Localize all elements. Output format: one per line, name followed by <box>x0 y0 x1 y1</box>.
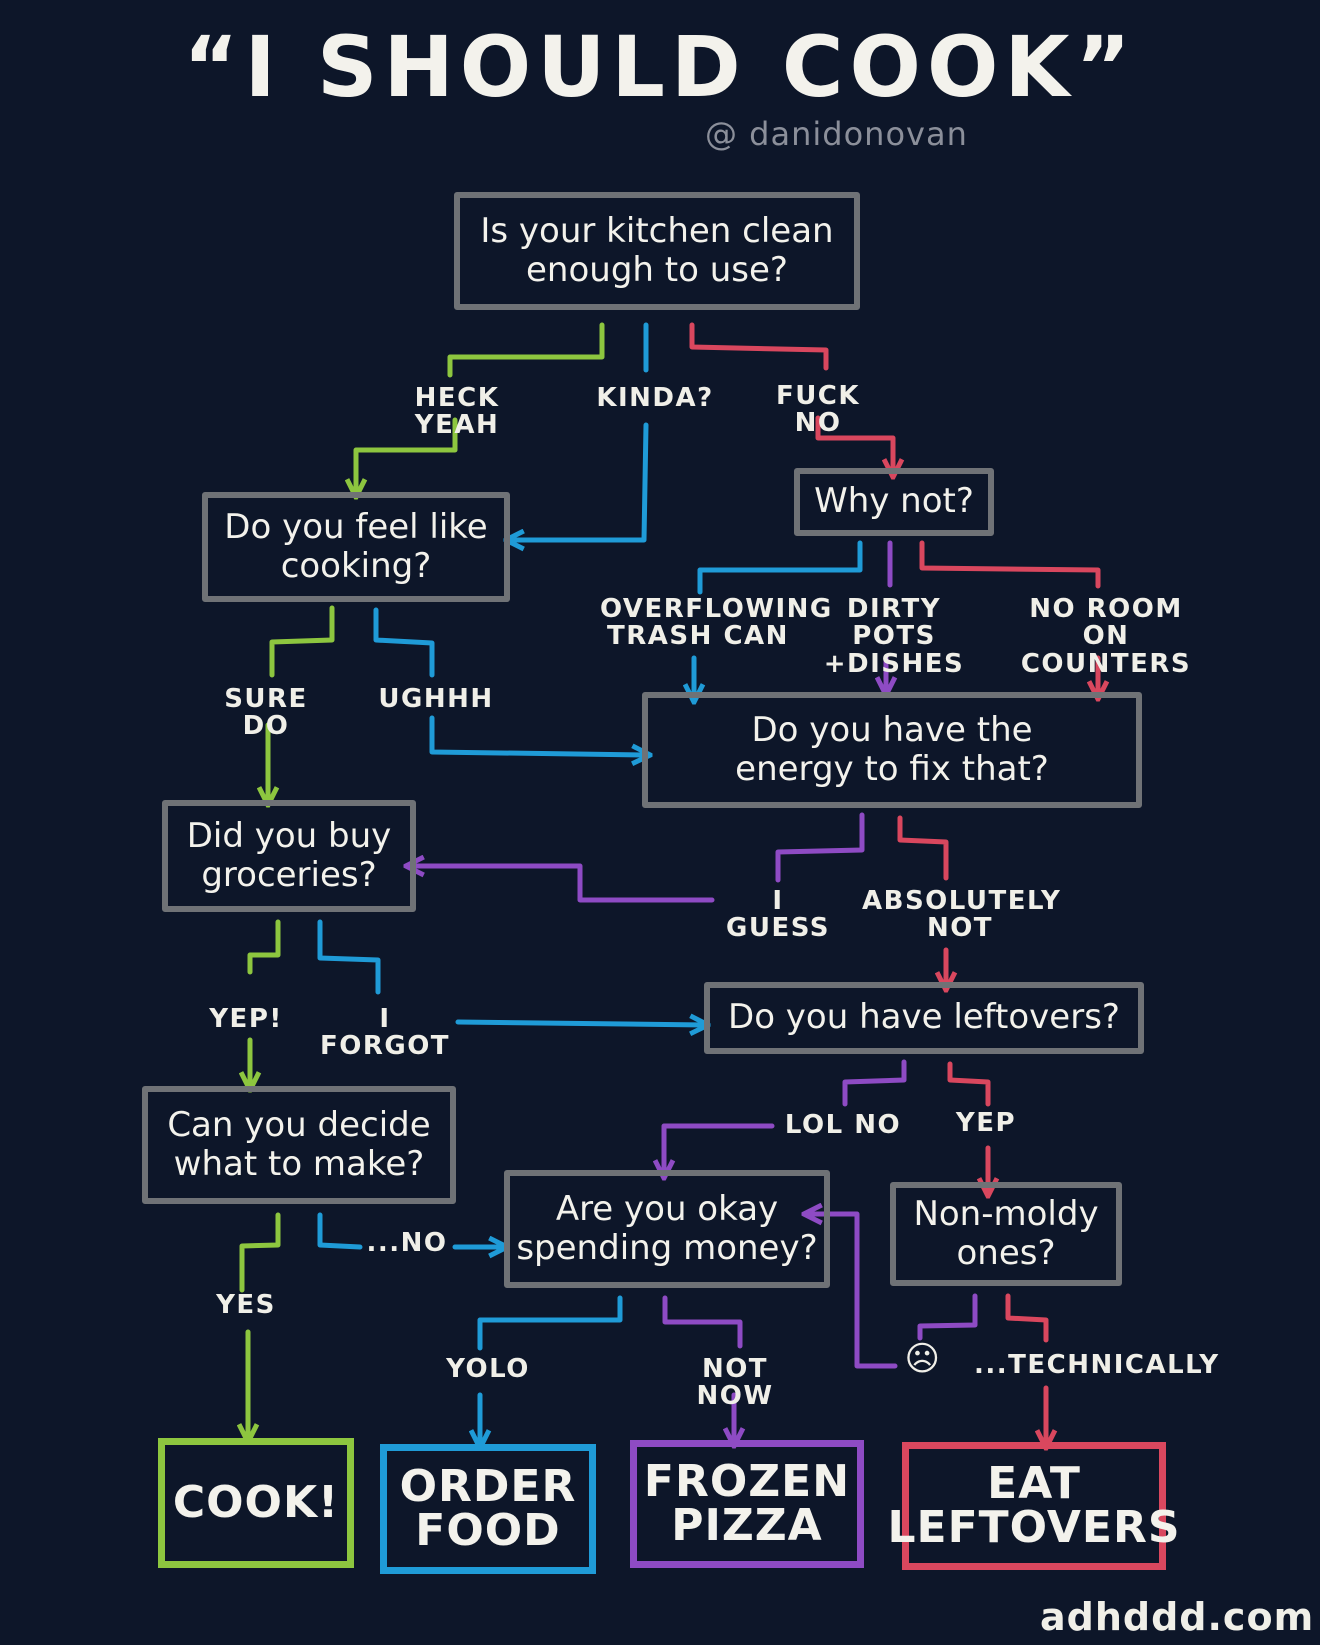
label-yes: YES <box>216 1290 276 1320</box>
arrow-fuck-no-why <box>815 415 893 475</box>
label-not-now: NOT NOW <box>696 1354 774 1412</box>
ending-frozen-pizza: FROZEN PIZZA <box>630 1440 864 1568</box>
label-ughhh: UGHHH <box>378 684 494 714</box>
line-groceries-forgot <box>317 919 381 995</box>
arrow-i-guess-groceries <box>408 866 715 903</box>
line-leftovers-lolno <box>842 1059 907 1107</box>
label-overflowing: OVERFLOWING TRASH CAN <box>600 594 833 652</box>
line-spending-yolo <box>477 1295 623 1351</box>
node-energy: Do you have the energy to fix that? <box>642 692 1142 808</box>
arrow-heck-yeah-feel <box>356 417 458 495</box>
label-absolutely-not: ABSOLUTELY NOT <box>862 886 1062 944</box>
node-decide: Can you decide what to make? <box>142 1086 456 1204</box>
line-feel-sure-do <box>269 605 335 678</box>
label-no-room: NO ROOM ON COUNTERS <box>1020 594 1192 679</box>
node-spending: Are you okay spending money? <box>504 1170 830 1288</box>
node-feel: Do you feel like cooking? <box>202 492 510 602</box>
label-technically: ...TECHNICALLY <box>974 1350 1220 1380</box>
label-i-guess: I GUESS <box>726 886 830 944</box>
label-no: ...NO <box>366 1228 448 1258</box>
line-kitchen-heck-yeah <box>447 322 605 378</box>
label-dirty-pots: DIRTY POTS +DISHES <box>823 594 965 679</box>
site-url: adhddd.com <box>1040 1595 1315 1639</box>
line-spending-notnow <box>662 1295 743 1349</box>
ending-cook: COOK! <box>158 1438 354 1568</box>
node-leftovers: Do you have leftovers? <box>704 982 1144 1054</box>
arrow-lolno-spending <box>664 1123 775 1176</box>
node-kitchen: Is your kitchen clean enough to use? <box>454 192 860 310</box>
arrow-sad-spending <box>806 1214 898 1369</box>
line-decide-yes <box>239 1212 281 1293</box>
label-sure-do: SURE DO <box>224 684 308 742</box>
line-groceries-yep <box>247 919 281 975</box>
ending-eat-leftovers: EAT LEFTOVERS <box>887 1442 1180 1570</box>
line-why-overflowing <box>697 540 863 595</box>
line-why-noroom <box>919 540 1101 589</box>
arrow-ughhh-energy <box>429 715 648 755</box>
label-sad-face: ☹ <box>904 1339 942 1379</box>
node-groceries: Did you buy groceries? <box>162 800 416 912</box>
page-title: “I SHOULD COOK” <box>183 18 1137 116</box>
label-yep-excl: YEP! <box>209 1004 283 1034</box>
ending-order-food: ORDER FOOD <box>380 1444 596 1574</box>
label-lol-no: LOL NO <box>784 1110 902 1140</box>
arrow-kinda-feel <box>508 422 649 540</box>
line-moldy-technically <box>1005 1293 1049 1343</box>
line-decide-no <box>317 1212 363 1250</box>
line-leftovers-yep <box>947 1061 991 1107</box>
author-handle: @ danidonovan <box>705 115 968 153</box>
label-heck-yeah: HECK YEAH <box>414 383 500 441</box>
line-kitchen-fuck-no <box>689 322 829 371</box>
line-moldy-sad <box>917 1293 978 1341</box>
label-yep: YEP <box>955 1108 1017 1138</box>
line-energy-i-guess <box>775 812 865 883</box>
node-moldy: Non-moldy ones? <box>890 1182 1122 1286</box>
line-feel-ughhh <box>373 607 435 678</box>
label-fuck-no: FUCK NO <box>775 381 861 439</box>
label-yolo: YOLO <box>446 1354 530 1384</box>
arrow-forgot-leftovers <box>455 1022 706 1025</box>
line-energy-absolutely <box>897 815 949 881</box>
label-kinda: KINDA? <box>596 383 714 413</box>
node-why: Why not? <box>794 468 994 536</box>
label-i-forgot: I FORGOT <box>319 1004 451 1062</box>
